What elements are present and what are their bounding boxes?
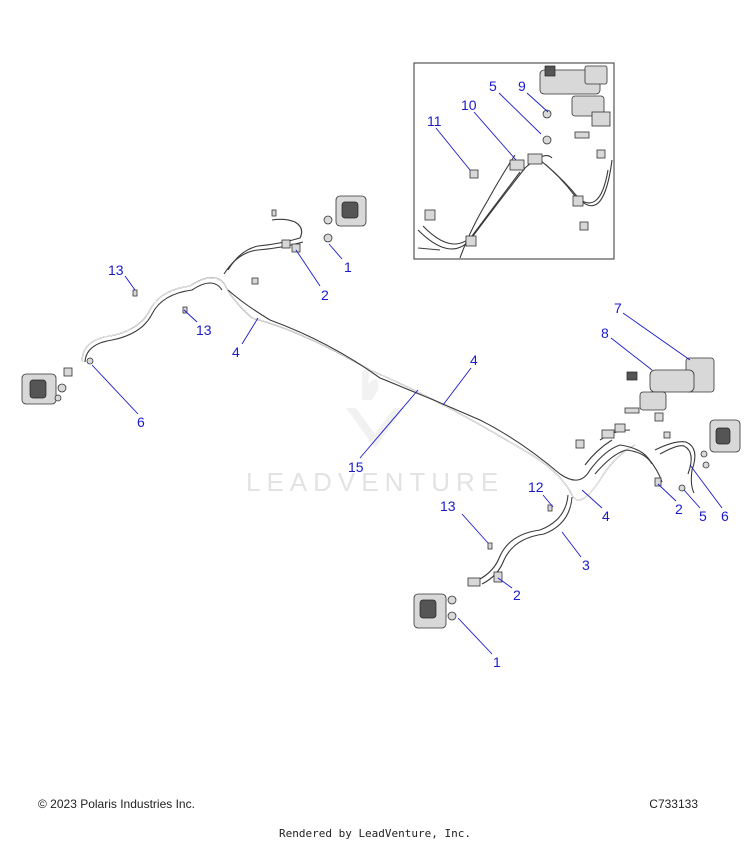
callout-12: 12 <box>528 479 544 495</box>
watermark-logo <box>346 368 404 448</box>
caliper-rear-left <box>21 367 73 405</box>
callout-8: 8 <box>601 325 609 341</box>
callout-5: 5 <box>489 78 497 94</box>
callout-5: 5 <box>699 508 707 524</box>
inset-master-cylinder-detail <box>417 65 613 259</box>
callout-3: 3 <box>582 557 590 573</box>
callout-4: 4 <box>470 352 478 368</box>
callout-6: 6 <box>721 508 729 524</box>
callout-2: 2 <box>513 587 521 603</box>
brake-line-assembly <box>81 218 696 585</box>
callout-4: 4 <box>602 508 610 524</box>
callout-15: 15 <box>348 459 364 475</box>
callout-13: 13 <box>196 322 212 338</box>
callout-1: 1 <box>344 259 352 275</box>
callout-13: 13 <box>440 498 456 514</box>
master-cylinder <box>575 357 715 449</box>
copyright-text: © 2023 Polaris Industries Inc. <box>38 797 195 811</box>
watermark-text: LEADVENTURE <box>246 467 504 497</box>
callout-1: 1 <box>493 654 501 670</box>
callout-10: 10 <box>461 97 477 113</box>
caliper-front-left <box>323 195 367 243</box>
diagram-code: C733133 <box>649 797 698 811</box>
callout-7: 7 <box>614 300 622 316</box>
caliper-rear-right <box>413 571 503 629</box>
caliper-front-right <box>700 419 741 469</box>
callout-2: 2 <box>321 287 329 303</box>
callout-6: 6 <box>137 414 145 430</box>
callout-13: 13 <box>108 262 124 278</box>
callout-2: 2 <box>675 501 683 517</box>
rendered-by-text: Rendered by LeadVenture, Inc. <box>278 827 472 840</box>
small-fasteners <box>86 209 686 550</box>
callout-4: 4 <box>232 344 240 360</box>
callout-9: 9 <box>518 78 526 94</box>
callout-11: 11 <box>427 113 442 129</box>
